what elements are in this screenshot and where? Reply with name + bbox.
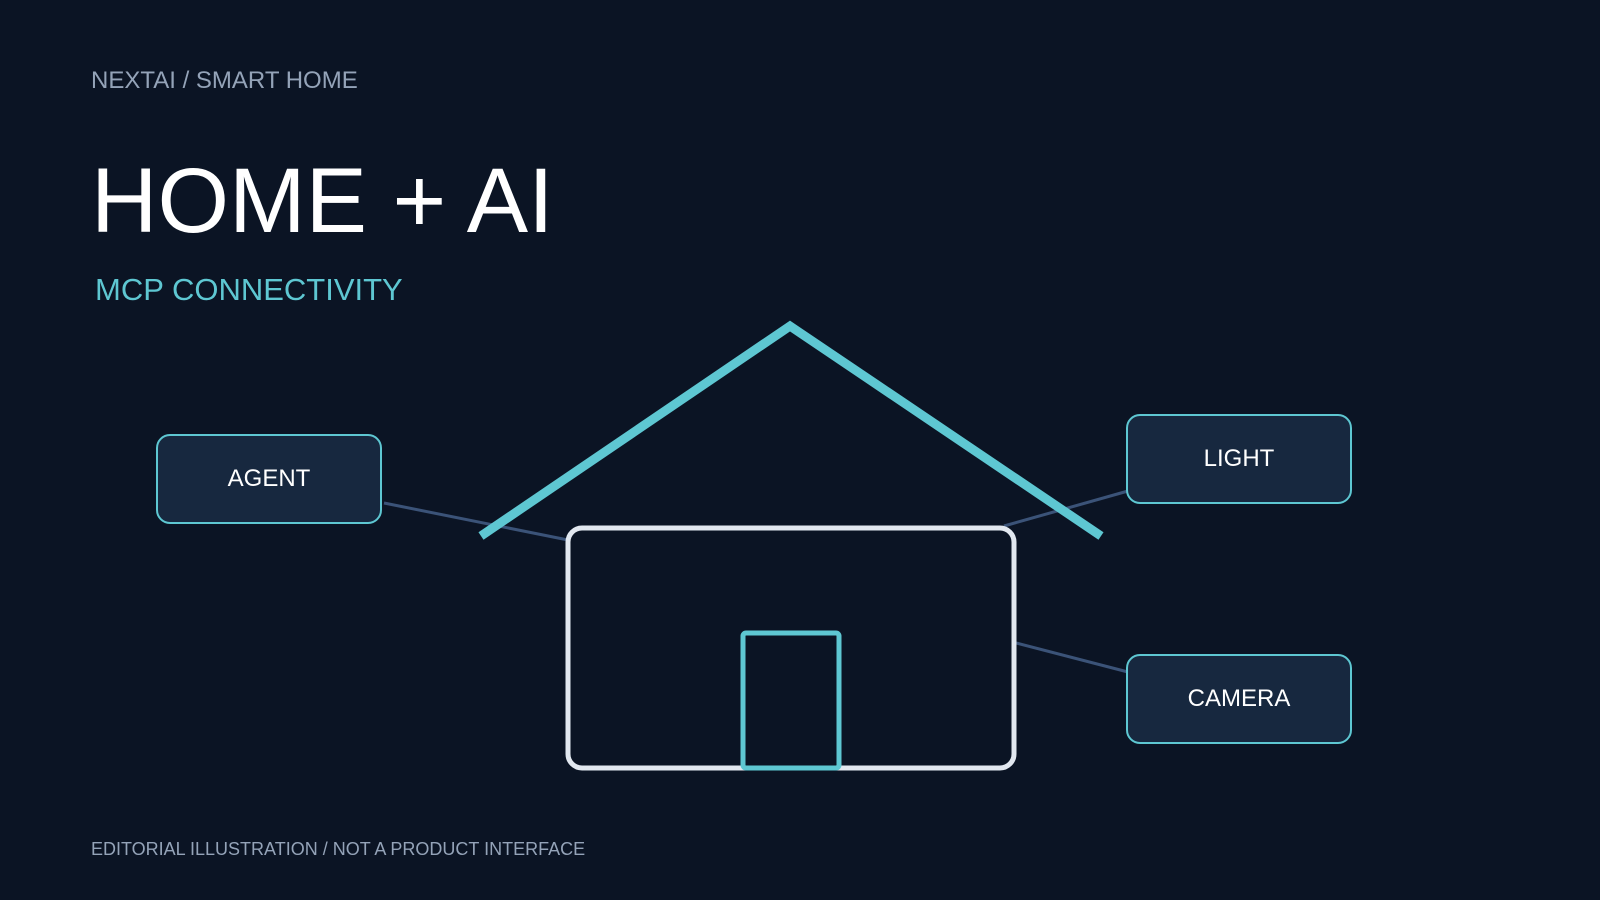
page-subtitle: MCP CONNECTIVITY bbox=[95, 272, 403, 307]
house-body bbox=[565, 525, 1017, 771]
house-roof bbox=[478, 320, 1104, 540]
connector-camera bbox=[1015, 641, 1129, 674]
light-node: LIGHT bbox=[1126, 414, 1352, 504]
camera-node-label: CAMERA bbox=[1187, 685, 1291, 712]
light-node-label: LIGHT bbox=[1203, 445, 1275, 472]
agent-node-label: AGENT bbox=[227, 465, 311, 492]
page-title: HOME + AI bbox=[91, 150, 554, 252]
camera-node: CAMERA bbox=[1126, 654, 1352, 744]
breadcrumb: NEXTAI / SMART HOME bbox=[91, 67, 358, 94]
footer-note: EDITORIAL ILLUSTRATION / NOT A PRODUCT I… bbox=[91, 839, 586, 859]
house-door bbox=[740, 630, 842, 771]
connector-agent bbox=[383, 501, 569, 542]
agent-node: AGENT bbox=[156, 434, 382, 524]
